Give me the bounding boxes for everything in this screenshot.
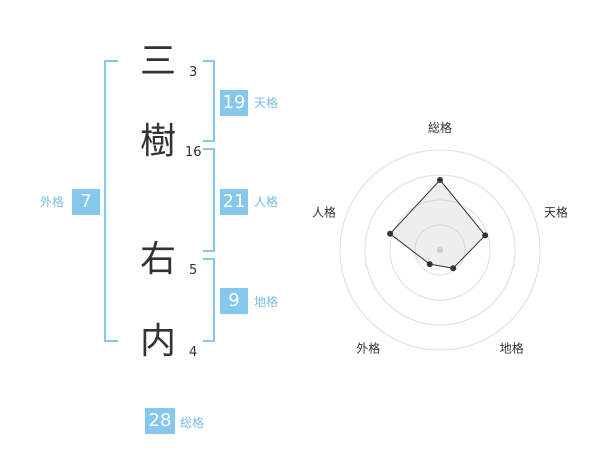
- chikaku-bracket: [203, 258, 215, 342]
- stroke-count-4: 4: [189, 345, 198, 360]
- radar-axis-label-5: 人格: [312, 204, 336, 219]
- jinkaku-value-box: 21: [220, 189, 248, 215]
- radar-axis-label-2: 天格: [544, 204, 568, 219]
- tenkaku-label: 天格: [254, 96, 279, 110]
- soukaku-value-box: 28: [145, 408, 175, 434]
- name-char-3: 右: [139, 239, 176, 280]
- radar-series: [387, 177, 489, 272]
- soukaku-label: 総格: [180, 416, 205, 430]
- jinkaku-label: 人格: [254, 195, 279, 209]
- radar-polygon: [389, 179, 486, 269]
- radar-axis-label-3: 地格: [500, 341, 524, 356]
- radar-point-1: [437, 177, 443, 183]
- radar-center: [437, 247, 443, 253]
- jinkaku-bracket: [203, 148, 215, 252]
- stroke-count-1: 3: [189, 65, 198, 80]
- radar-point-5: [387, 230, 394, 237]
- name-char-4: 内: [139, 321, 176, 362]
- name-char-2: 樹: [139, 121, 176, 162]
- chikaku-value-box: 9: [220, 288, 248, 314]
- radar-point-4: [426, 261, 433, 268]
- gaikaku-label: 外格: [40, 195, 65, 209]
- stroke-count-3: 5: [189, 263, 198, 278]
- stroke-count-2: 16: [185, 145, 202, 160]
- name-char-1: 三: [139, 41, 176, 82]
- gaikaku-value-box: 7: [72, 189, 100, 215]
- chikaku-label: 地格: [254, 295, 279, 309]
- radar-point-2: [482, 232, 489, 239]
- gaikaku-bracket: [104, 60, 118, 342]
- radar-axis-label-4: 外格: [356, 341, 380, 356]
- tenkaku-bracket: [203, 60, 215, 142]
- radar-point-3: [450, 265, 457, 272]
- radar-axis-label-1: 総格: [428, 120, 452, 135]
- tenkaku-value-box: 19: [220, 90, 248, 116]
